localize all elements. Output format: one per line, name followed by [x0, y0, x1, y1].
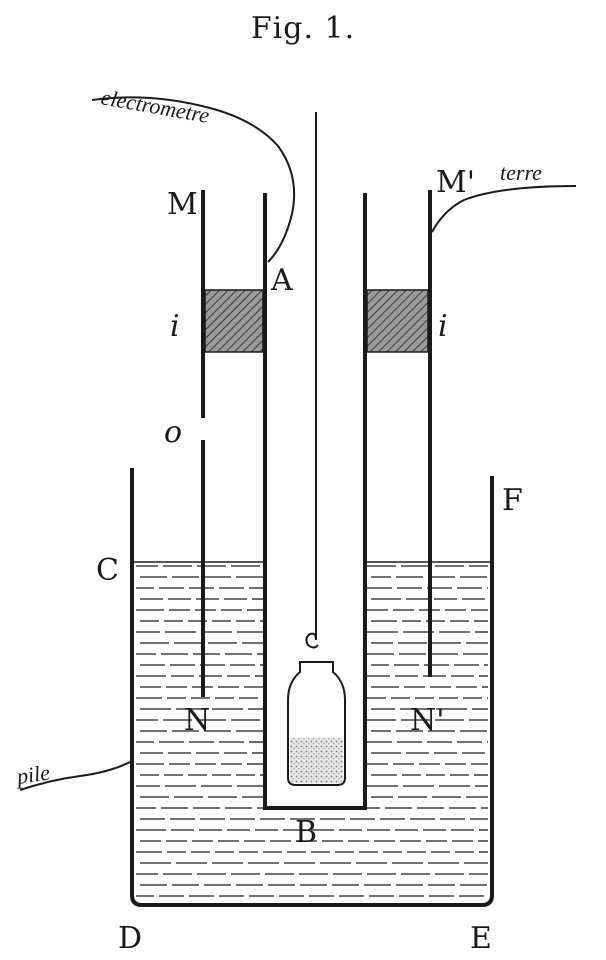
label-D: D — [118, 921, 142, 956]
label-M-prime: M' — [436, 165, 475, 200]
label-N-prime: N' — [410, 703, 445, 738]
inner-cylinder — [263, 193, 367, 810]
label-A: A — [270, 263, 293, 298]
label-i-right: i — [438, 309, 448, 344]
hook — [305, 632, 319, 649]
label-terre: terre — [500, 160, 542, 185]
label-i-left: i — [170, 309, 180, 344]
label-electrometre: electrometre — [99, 84, 211, 128]
bottle-contents — [290, 738, 343, 783]
liquid-lines — [132, 561, 492, 897]
label-N: N — [184, 703, 210, 738]
label-pile: pile — [13, 760, 51, 790]
pile-wire — [19, 761, 131, 791]
label-o: o — [164, 415, 182, 450]
label-B: B — [295, 815, 317, 850]
electrometre-wire — [91, 96, 296, 263]
label-M: M — [167, 187, 198, 222]
figure-title: Fig. 1. — [251, 11, 355, 46]
terre-wire — [431, 185, 577, 233]
label-F: F — [502, 483, 523, 518]
label-C: C — [96, 553, 119, 588]
insulator-left — [204, 289, 264, 353]
outer-vessel — [130, 468, 494, 907]
label-E: E — [470, 921, 492, 956]
insulator-right — [366, 289, 429, 353]
